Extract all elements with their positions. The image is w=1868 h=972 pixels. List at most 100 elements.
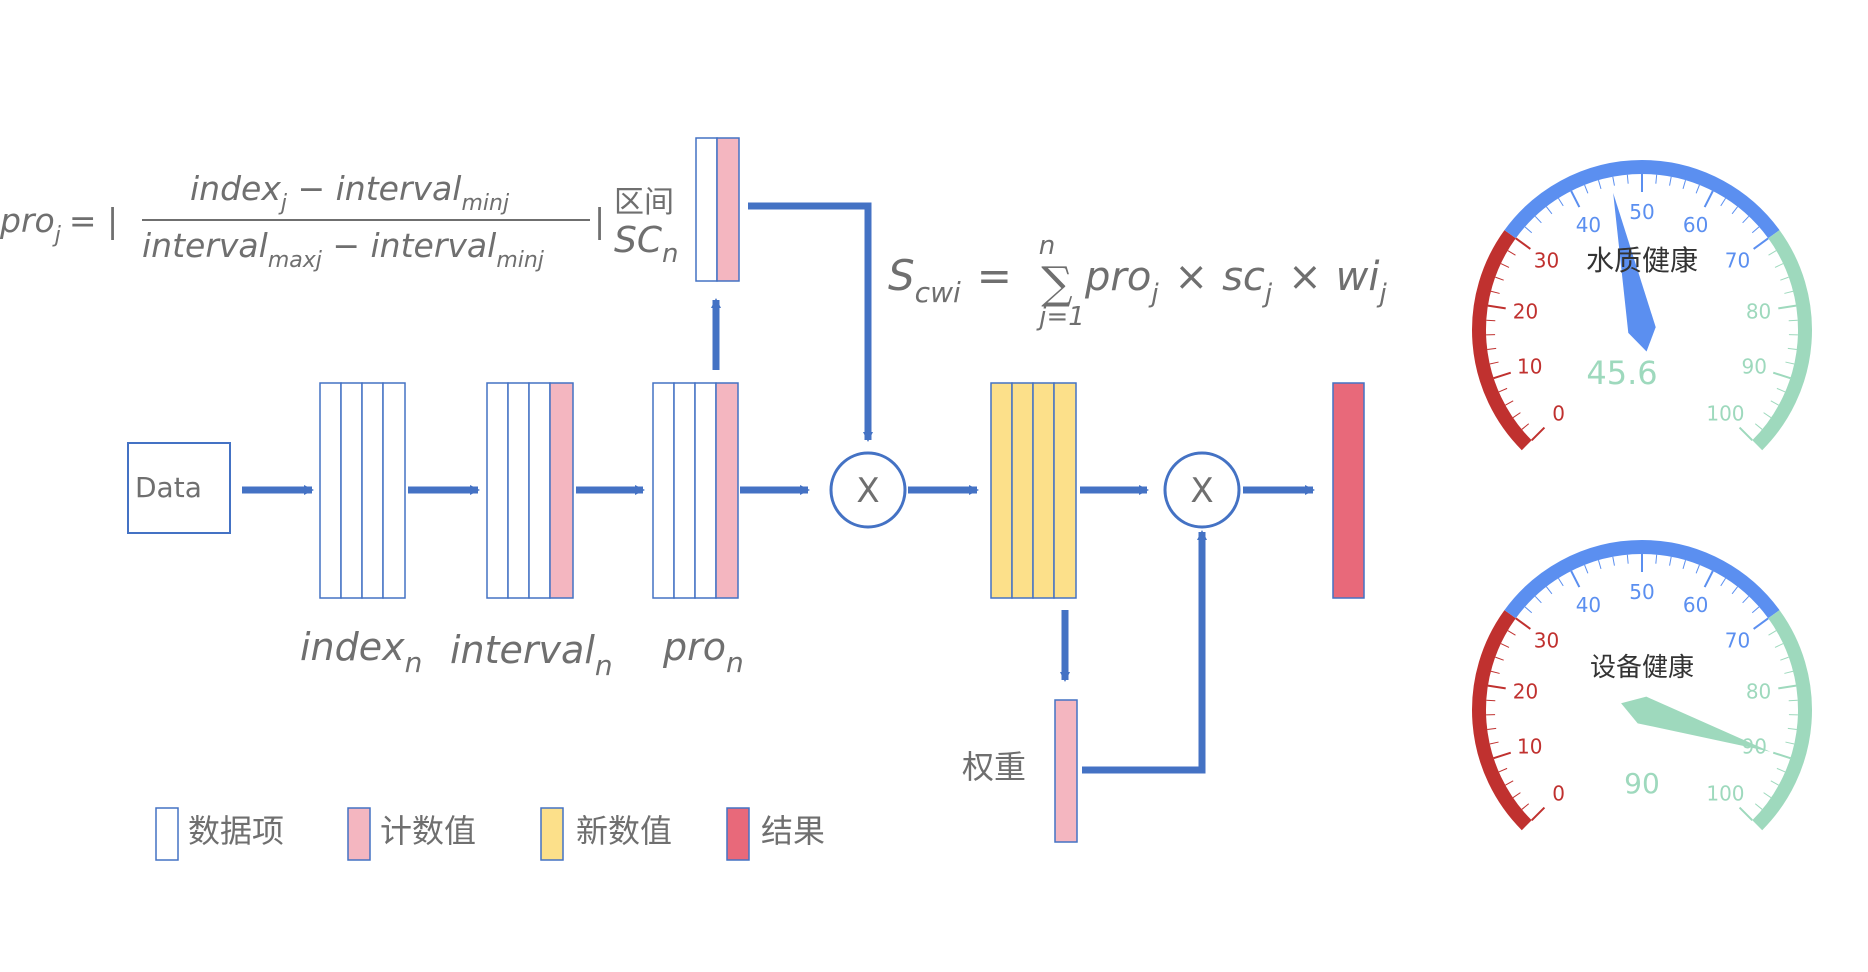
gauge-band-high — [1752, 230, 1812, 451]
gauge-tick — [1753, 237, 1769, 250]
gauge-tick — [1768, 250, 1777, 256]
legend-item-new: 新数值 — [540, 807, 672, 861]
gauge-tick — [1530, 426, 1546, 442]
gauge-tick — [1487, 347, 1497, 351]
gauge-tick — [1584, 564, 1589, 574]
legend-label: 数据项 — [188, 812, 284, 850]
gauge-band-high — [1752, 610, 1812, 831]
gauge-tick-label: 50 — [1629, 200, 1654, 224]
gauge-tick — [1490, 290, 1500, 294]
gauge-tick — [1787, 727, 1797, 731]
gauge-tick — [1545, 586, 1553, 595]
interval-block — [486, 382, 574, 599]
legend-label: 结果 — [761, 812, 825, 850]
legend-swatch — [347, 807, 371, 861]
result-block — [1332, 382, 1365, 599]
gauge-tick — [1495, 656, 1504, 661]
sum-lower-limit: j=1 — [1036, 302, 1085, 332]
gauge-tick — [1763, 792, 1772, 799]
index-block — [319, 382, 406, 599]
gauge-tick-label: 40 — [1576, 593, 1601, 617]
gauge-tick — [1534, 595, 1542, 604]
legend-label: 计数值 — [380, 812, 476, 850]
gauge-tick — [1780, 656, 1789, 661]
gauge-tick — [1534, 215, 1542, 224]
gauge-tick — [1655, 554, 1658, 564]
formula-pro: proj= | indexj − intervalminj intervalma… — [0, 169, 605, 273]
gauge-tick — [1770, 780, 1779, 786]
gauge-tick — [1778, 304, 1797, 310]
gauge-tick-label: 20 — [1513, 300, 1538, 324]
gauge-tick — [1784, 670, 1794, 674]
gauge-tick — [1669, 176, 1672, 186]
weight-block — [1054, 699, 1078, 843]
gauge-tick — [1545, 206, 1553, 215]
gauge-tick — [1557, 198, 1564, 207]
gauge-tick-label: 70 — [1725, 249, 1750, 273]
gauge-tick — [1720, 578, 1727, 587]
gauge-tick — [1515, 617, 1531, 630]
gauge-tick-label: 90 — [1741, 354, 1766, 378]
flow-arrows — [242, 202, 1315, 774]
gauge-tick — [1778, 684, 1797, 690]
gauge-tick-label: 100 — [1706, 781, 1744, 805]
gauge-tick — [1612, 176, 1615, 186]
gauge-tick — [1763, 412, 1772, 419]
gauge-tick — [1772, 371, 1791, 380]
sum-symbol: ∑ — [1041, 258, 1072, 309]
formula-score-lhs: Scwi= — [888, 251, 1012, 309]
gauge-tick — [1753, 617, 1769, 630]
gauge-tick — [1695, 564, 1700, 574]
gauge-tick — [1507, 630, 1516, 636]
pro-block — [652, 382, 739, 599]
gauge-tick — [1490, 670, 1500, 674]
gauge-title: 水质健康 — [1586, 244, 1698, 277]
gauge-tick — [1776, 767, 1786, 773]
gauge-value: 45.6 — [1586, 354, 1657, 392]
gauge-tick — [1720, 198, 1727, 207]
gauge-tick-label: 30 — [1534, 249, 1559, 273]
gauge-tick-label: 80 — [1746, 300, 1771, 324]
gauge-tick — [1742, 595, 1750, 604]
formula-pro-denominator: intervalmaxj − intervalminj — [142, 226, 545, 273]
gauge-tick — [1505, 400, 1514, 406]
gauge-tick — [1785, 361, 1795, 365]
gauge-tick — [1655, 174, 1658, 184]
gauge-tick — [1682, 180, 1687, 189]
gauge-tick — [1512, 792, 1521, 799]
gauge-tick — [1626, 554, 1629, 564]
legend-swatch — [155, 807, 179, 861]
gauge-tick — [1768, 630, 1777, 636]
legend-swatch — [540, 807, 564, 861]
gauge-tick — [1742, 215, 1750, 224]
gauge-tick — [1626, 174, 1629, 184]
new-value-block — [990, 382, 1077, 599]
formula-score-terms: proj×scj×wij — [1084, 254, 1387, 309]
gauge-tick-label: 60 — [1683, 213, 1708, 237]
gauge-tick — [1780, 276, 1789, 281]
gauge-tick — [1682, 560, 1687, 569]
legend: 数据项 计数值 新数值 结果 — [155, 807, 825, 861]
data-input-label: Data — [135, 471, 202, 504]
gauge-needle — [1621, 696, 1771, 752]
weight-label: 权重 — [962, 748, 1026, 786]
gauge-tick — [1570, 570, 1581, 588]
gauge-needle — [1613, 192, 1656, 352]
gauge-tick — [1703, 570, 1714, 588]
interval-cn-label: 区间 — [614, 185, 674, 220]
gauge-tick-label: 20 — [1513, 680, 1538, 704]
sc-block — [695, 137, 740, 282]
multiply-symbol: X — [1190, 471, 1213, 511]
gauge-tick-label: 50 — [1629, 580, 1654, 604]
gauge-tick — [1772, 751, 1791, 760]
gauge-tick-label: 80 — [1746, 680, 1771, 704]
gauge-tick — [1498, 767, 1508, 773]
gauge-tick-label: 40 — [1576, 213, 1601, 237]
gauge-tick — [1788, 319, 1798, 322]
formula-pro-lhs: proj= | — [0, 201, 118, 248]
gauge-tick — [1751, 226, 1760, 234]
gauge-tick — [1493, 371, 1512, 380]
